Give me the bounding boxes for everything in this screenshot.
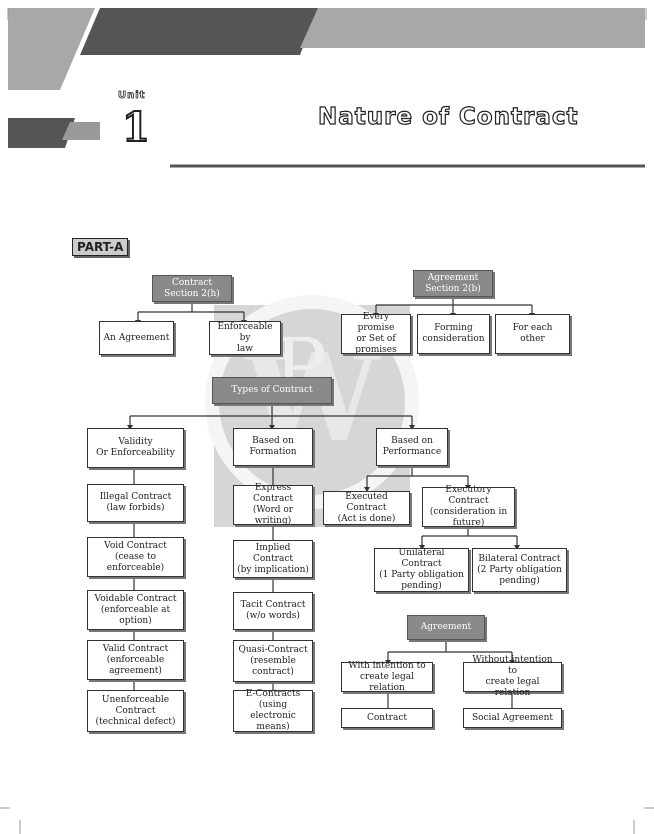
part-label: PART-A	[72, 238, 129, 256]
for-each-other-node: For each other	[495, 314, 570, 354]
chapter-title: Nature of Contract	[317, 103, 579, 130]
agreement-definition-node: Agreement Section 2(b)	[413, 270, 493, 297]
e-contracts-node: E-Contracts (using electronic means)	[233, 689, 313, 732]
executory-contract-node: Executory Contract (consideration in fut…	[422, 485, 515, 528]
unenforceable-contract-node: Unenforceable Contract (technical defect…	[87, 690, 184, 732]
unit-number: 1	[121, 103, 151, 152]
without-intention-node: Without intention to create legal relati…	[463, 655, 562, 698]
express-contract-node: Express Contract (Word or writing)	[233, 483, 313, 526]
unit-label: Unit	[118, 90, 146, 102]
void-contract-node: Void Contract (cease to enforceable)	[87, 537, 184, 577]
executed-contract-node: Executed Contract (Act is done)	[323, 491, 410, 525]
social-agreement-node: Social Agreement	[463, 708, 562, 728]
an-agreement-node: An Agreement	[99, 321, 174, 355]
illegal-contract-node: Illegal Contract (law forbids)	[87, 484, 184, 522]
enforceable-by-law-node: Enforceable by law	[209, 321, 281, 355]
validity-node: Validity Or Enforceability	[87, 428, 184, 468]
tacit-contract-node: Tacit Contract (w/o words)	[233, 592, 313, 630]
agreement-node: Agreement	[407, 615, 485, 640]
contract-node: Contract	[341, 708, 433, 728]
based-on-performance-node: Based on Performance	[376, 428, 448, 466]
bilateral-contract-node: Bilateral Contract (2 Party obligation p…	[472, 548, 567, 592]
unilateral-contract-node: Unilateral Contract (1 Party obligation …	[374, 548, 469, 592]
types-of-contract-node: Types of Contract	[212, 377, 332, 404]
based-on-formation-node: Based on Formation	[233, 428, 313, 466]
implied-contract-node: Implied Contract (by implication)	[233, 540, 313, 578]
forming-consideration-node: Forming consideration	[417, 314, 490, 354]
valid-contract-node: Valid Contract (enforceable agreement)	[87, 640, 184, 680]
contract-definition-node: Contract Section 2(h)	[152, 275, 232, 302]
with-intention-node: With intention to create legal relation	[341, 661, 433, 693]
quasi-contract-node: Quasi-Contract (resemble contract)	[233, 640, 313, 682]
every-promise-node: Every promise or Set of promises	[341, 312, 411, 355]
voidable-contract-node: Voidable Contract (enforceable at option…	[87, 590, 184, 630]
